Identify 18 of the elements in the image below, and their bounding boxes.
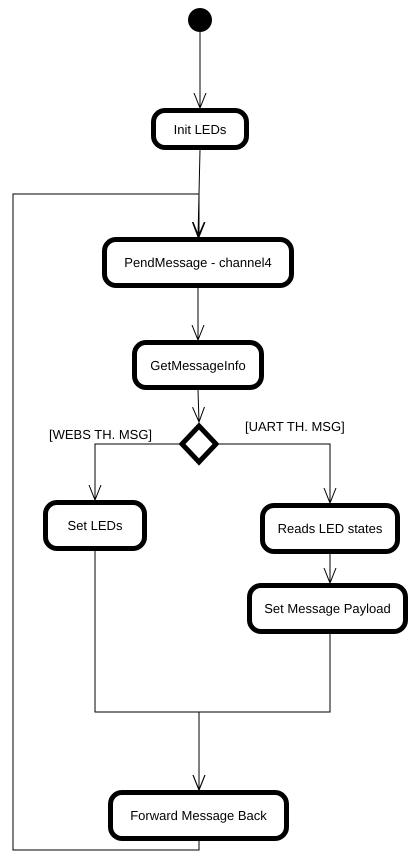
action-box: Set Message Payload [247, 583, 408, 634]
arrow [192, 634, 330, 790]
action-box: GetMessageInfo [132, 340, 264, 390]
action-box: Forward Message Back [108, 790, 289, 841]
arrow [12, 194, 206, 850]
arrow [194, 32, 206, 108]
action-box: Set LEDs [43, 500, 147, 551]
action-box: Reads LED states [260, 503, 400, 554]
arrow [324, 554, 336, 584]
guard-label: [WEBS TH. MSG] [48, 427, 154, 442]
action-box: PendMessage - channel4 [102, 237, 294, 288]
arrow [192, 390, 206, 422]
arrow [192, 150, 205, 238]
decision-diamond [178, 422, 220, 466]
action-box: Init LEDs [151, 108, 249, 150]
start-node [188, 8, 212, 32]
guard-label: [UART TH. MSG] [244, 419, 346, 434]
arrow [192, 288, 204, 340]
